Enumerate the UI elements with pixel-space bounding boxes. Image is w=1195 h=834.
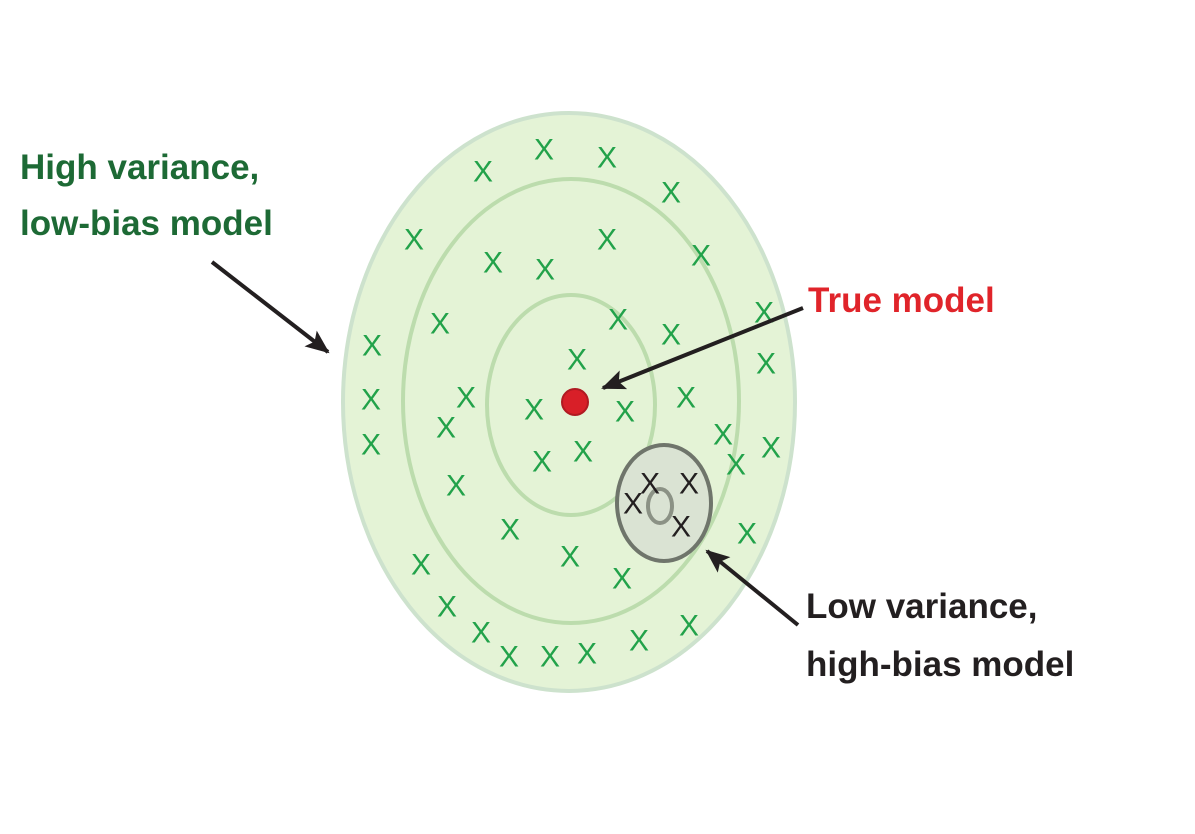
sample-marker-green: X <box>608 304 628 337</box>
sample-marker-green: X <box>471 617 491 650</box>
small-target-outer-ring <box>615 443 713 563</box>
sample-marker-green: X <box>615 396 635 429</box>
sample-marker-black: X <box>679 468 699 501</box>
arrow-true-model <box>601 306 804 390</box>
sample-marker-green: X <box>361 429 381 462</box>
sample-marker-green: X <box>437 591 457 624</box>
sample-marker-green: X <box>532 446 552 479</box>
sample-marker-green: X <box>500 514 520 547</box>
sample-marker-green: X <box>411 549 431 582</box>
sample-marker-green: X <box>446 470 466 503</box>
sample-marker-green: X <box>661 319 681 352</box>
target-inner-ring <box>485 293 657 517</box>
sample-marker-green: X <box>597 142 617 175</box>
sample-marker-green: X <box>691 240 711 273</box>
high-variance-label-line2: low-bias model <box>20 204 273 243</box>
sample-marker-green: X <box>535 254 555 287</box>
arrow-high-variance <box>210 260 330 354</box>
high-variance-label-line1: High variance, <box>20 148 260 187</box>
sample-marker-green: X <box>726 449 746 482</box>
sample-marker-green: X <box>597 224 617 257</box>
sample-marker-green: X <box>560 541 580 574</box>
sample-marker-green: X <box>540 641 560 674</box>
sample-marker-green: X <box>713 419 733 452</box>
sample-marker-green: X <box>430 308 450 341</box>
sample-marker-green: X <box>473 156 493 189</box>
sample-marker-green: X <box>524 394 544 427</box>
sample-marker-black: X <box>623 488 643 521</box>
sample-marker-green: X <box>483 247 503 280</box>
sample-marker-green: X <box>676 382 696 415</box>
sample-marker-green: X <box>404 224 424 257</box>
sample-marker-green: X <box>612 563 632 596</box>
sample-marker-green: X <box>534 134 554 167</box>
low-variance-target <box>615 443 713 563</box>
sample-marker-green: X <box>756 348 776 381</box>
sample-marker-green: X <box>436 412 456 445</box>
sample-marker-green: X <box>573 436 593 469</box>
true-model-label-text: True model <box>808 281 995 320</box>
arrow-low-variance <box>705 549 800 627</box>
sample-marker-green: X <box>761 432 781 465</box>
sample-marker-green: X <box>737 518 757 551</box>
sample-marker-green: X <box>567 344 587 377</box>
true-model-label: True model <box>808 280 995 322</box>
true-model-point <box>561 388 589 416</box>
sample-marker-green: X <box>577 638 597 671</box>
sample-marker-green: X <box>629 625 649 658</box>
sample-marker-green: X <box>362 330 382 363</box>
sample-marker-green: X <box>361 384 381 417</box>
low-variance-label-line1: Low variance, <box>806 587 1038 626</box>
low-variance-label-line2: high-bias model <box>806 644 1075 684</box>
sample-marker-black: X <box>640 468 660 501</box>
target-middle-ring <box>401 177 741 625</box>
low-variance-label: Low variance, high-bias model <box>806 578 1074 694</box>
sample-marker-green: X <box>499 641 519 674</box>
small-target-inner-ring <box>646 487 674 525</box>
sample-marker-green: X <box>456 382 476 415</box>
high-variance-label: High variance, low-bias model <box>20 140 273 252</box>
sample-marker-green: X <box>661 177 681 210</box>
sample-marker-black: X <box>671 511 691 544</box>
sample-marker-green: X <box>679 610 699 643</box>
